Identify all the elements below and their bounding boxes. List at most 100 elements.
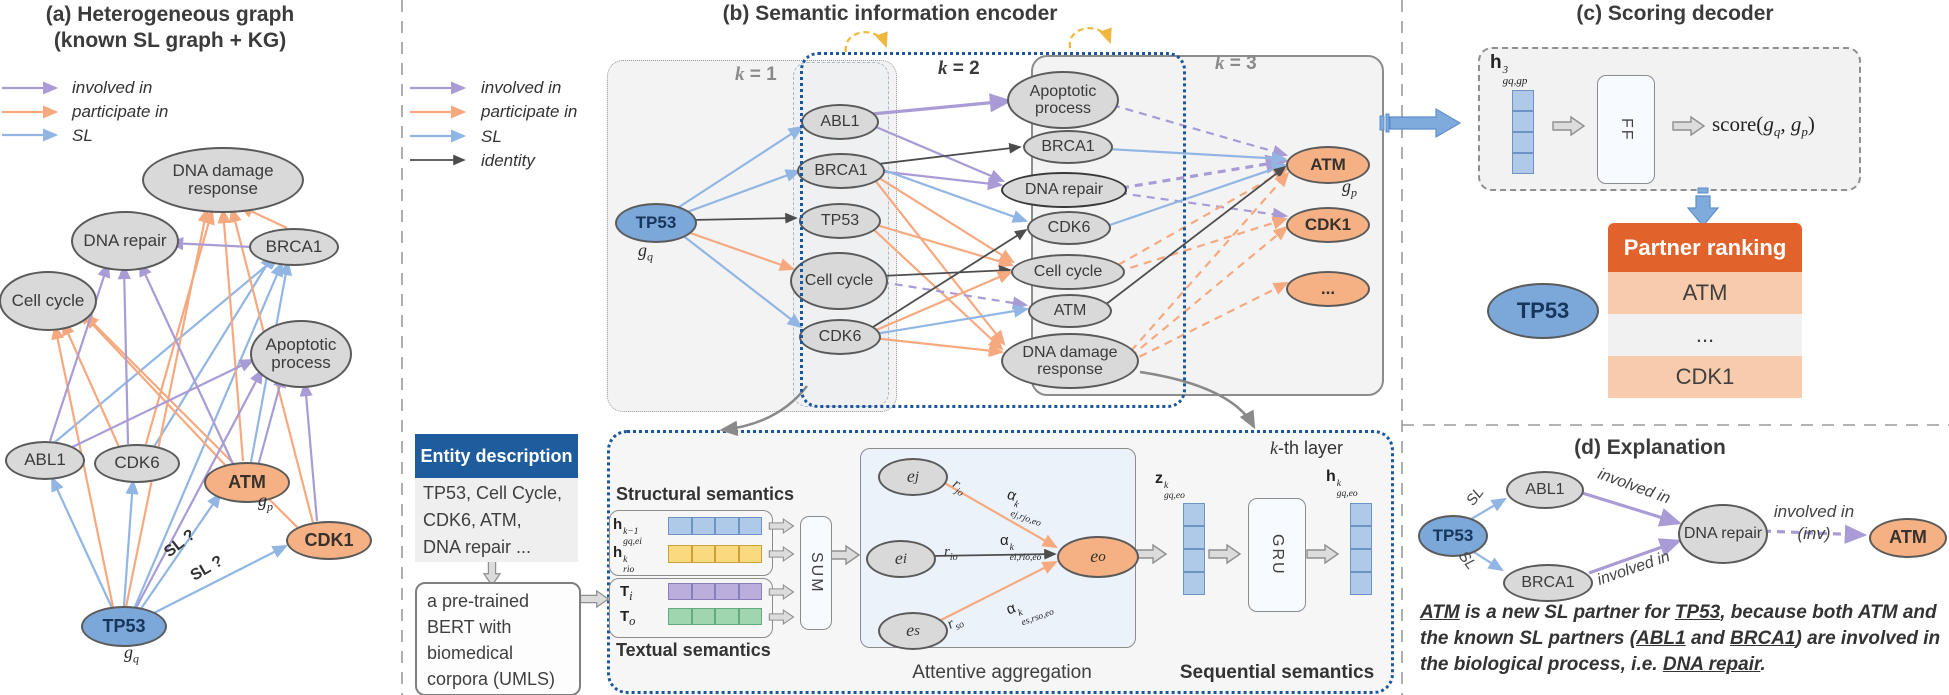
textual-vectors-box xyxy=(609,578,773,638)
node-apoptotic-process: Apoptotic process xyxy=(250,320,352,388)
legend-participate-in: participate in xyxy=(72,102,169,121)
enc-node-atm-r: ATM xyxy=(1028,294,1112,328)
exp-involved-in-2: involved in xyxy=(1595,548,1673,589)
node-tp53: TP53 xyxy=(81,606,167,647)
h-rel-vector xyxy=(668,545,762,563)
gru-box: GRU xyxy=(1248,498,1306,612)
panel-a-edges xyxy=(48,205,319,619)
node-cell-cycle: Cell cycle xyxy=(0,271,97,331)
attentive-aggregation-label: Attentive aggregation xyxy=(912,662,1092,683)
gp-label: gp xyxy=(258,490,273,514)
panel-b-title: (b) Semantic information encoder xyxy=(722,2,1058,25)
exp-involved-in-1: involved in xyxy=(1595,465,1673,508)
k3-label: k = 3 xyxy=(1215,53,1257,74)
entity-line-1: TP53, Cell Cycle, xyxy=(423,483,563,503)
node-cdk1: CDK1 xyxy=(286,521,372,560)
enc-node-tp53: TP53 xyxy=(615,203,697,243)
explanation-line-3: the biological process, i.e. DNA repair. xyxy=(1420,654,1766,675)
enc-node-cdk6-r: CDK6 xyxy=(1027,211,1111,245)
enc-node-dna-repair: DNA repair xyxy=(1001,172,1127,208)
exp-node-brca1: BRCA1 xyxy=(1503,564,1593,602)
structural-vectors-box xyxy=(609,510,773,576)
exp-node-tp53: TP53 xyxy=(1418,515,1488,557)
legend-b-participate-in: participate in xyxy=(481,102,578,121)
panel-b-legend-arrows xyxy=(410,81,467,166)
explanation-line-1: ATM is a new SL partner for TP53, becaus… xyxy=(1420,602,1937,623)
panel-a-title-line2: (known SL graph + KG) xyxy=(53,29,287,52)
enc-gq-label: gq xyxy=(638,240,653,264)
enc-node-tp53-mid: TP53 xyxy=(799,203,881,239)
legend-b-identity: identity xyxy=(481,151,535,170)
panel-d-title: (d) Explanation xyxy=(1574,436,1726,459)
node-dna-repair: DNA repair xyxy=(71,211,179,271)
enc-node-more-out: ... xyxy=(1286,271,1370,307)
h-prev-vector xyxy=(668,517,762,535)
sequential-semantics-label: Sequential semantics xyxy=(1179,662,1375,683)
node-abl1: ABL1 xyxy=(5,441,85,480)
query-node-tp53: TP53 xyxy=(1487,283,1599,339)
h3-vector xyxy=(1512,90,1534,174)
enc-node-brca1: BRCA1 xyxy=(797,153,885,189)
entity-line-3: DNA repair ... xyxy=(423,537,532,557)
structural-semantics-label: Structural semantics xyxy=(616,484,795,504)
gq-label: gq xyxy=(124,642,139,666)
ranking-row-cdk1: CDK1 xyxy=(1608,356,1802,398)
node-cdk6: CDK6 xyxy=(94,444,180,483)
sl-question-2: SL ? xyxy=(187,552,227,585)
exp-node-atm: ATM xyxy=(1869,518,1947,558)
legend-b-sl: SL xyxy=(481,127,502,146)
ff-box: FF xyxy=(1597,75,1655,184)
panel-a-title: (a) Heterogeneous graph xyxy=(45,3,295,26)
exp-sl-label-1: SL xyxy=(1462,484,1488,509)
legend-sl: SL xyxy=(72,126,93,145)
r-io-label: rio xyxy=(944,544,958,563)
enc-node-apoptotic: Apoptotic process xyxy=(1007,71,1119,129)
exp-node-dna-repair: DNA repair xyxy=(1678,504,1768,564)
exp-node-abl1: ABL1 xyxy=(1506,471,1584,509)
bert-box: a pre-trained BERT with biomedical corpo… xyxy=(415,582,581,695)
layer-loop-arrows xyxy=(844,27,1112,53)
score-label: score(gq, gp) xyxy=(1712,112,1815,140)
panel-a-legend-arrows xyxy=(2,81,59,142)
t-o-label: To xyxy=(620,608,636,628)
enc-node-dna-damage: DNA damage response xyxy=(1001,333,1139,389)
entity-description-body: TP53, Cell Cycle, CDK6, ATM, DNA repair … xyxy=(415,478,578,562)
t-i-vector xyxy=(668,583,762,600)
explanation-line-2: the known SL partners (ABL1 and BRCA1) a… xyxy=(1420,628,1941,649)
enc-node-cdk6: CDK6 xyxy=(799,319,881,355)
enc-node-cell-cycle: Cell cycle xyxy=(790,252,888,310)
exp-inv-label: (inv) xyxy=(1797,524,1831,543)
legend-b-involved-in: involved in xyxy=(481,78,562,97)
z-vector xyxy=(1183,503,1205,595)
ranking-row-atm: ATM xyxy=(1608,272,1802,314)
enc-node-cell-cycle-r: Cell cycle xyxy=(1011,254,1125,290)
legend-involved-in: involved in xyxy=(72,78,153,97)
entity-description-header: Entity description xyxy=(415,434,578,478)
k2-label: k = 2 xyxy=(938,58,980,79)
node-atm: ATM xyxy=(204,462,290,503)
t-o-vector xyxy=(668,608,762,625)
sl-question-1: SL ? xyxy=(161,526,199,561)
flow-arrow-encoder-to-decoder xyxy=(1379,107,1462,139)
partner-ranking-header: Partner ranking xyxy=(1608,223,1802,272)
enc-node-brca1-r: BRCA1 xyxy=(1023,130,1113,164)
scoring-decoder-box xyxy=(1478,47,1861,191)
k1-label: k = 1 xyxy=(735,64,777,85)
node-dna-damage-response: DNA damage response xyxy=(142,147,304,213)
enc-node-cdk1-out: CDK1 xyxy=(1286,207,1370,243)
textual-semantics-label: Textual semantics xyxy=(616,640,771,660)
enc-gp-label: gp xyxy=(1342,176,1357,200)
node-brca1: BRCA1 xyxy=(249,228,339,266)
h-out-vector xyxy=(1350,503,1372,595)
enc-node-atm-out: ATM xyxy=(1286,146,1370,184)
